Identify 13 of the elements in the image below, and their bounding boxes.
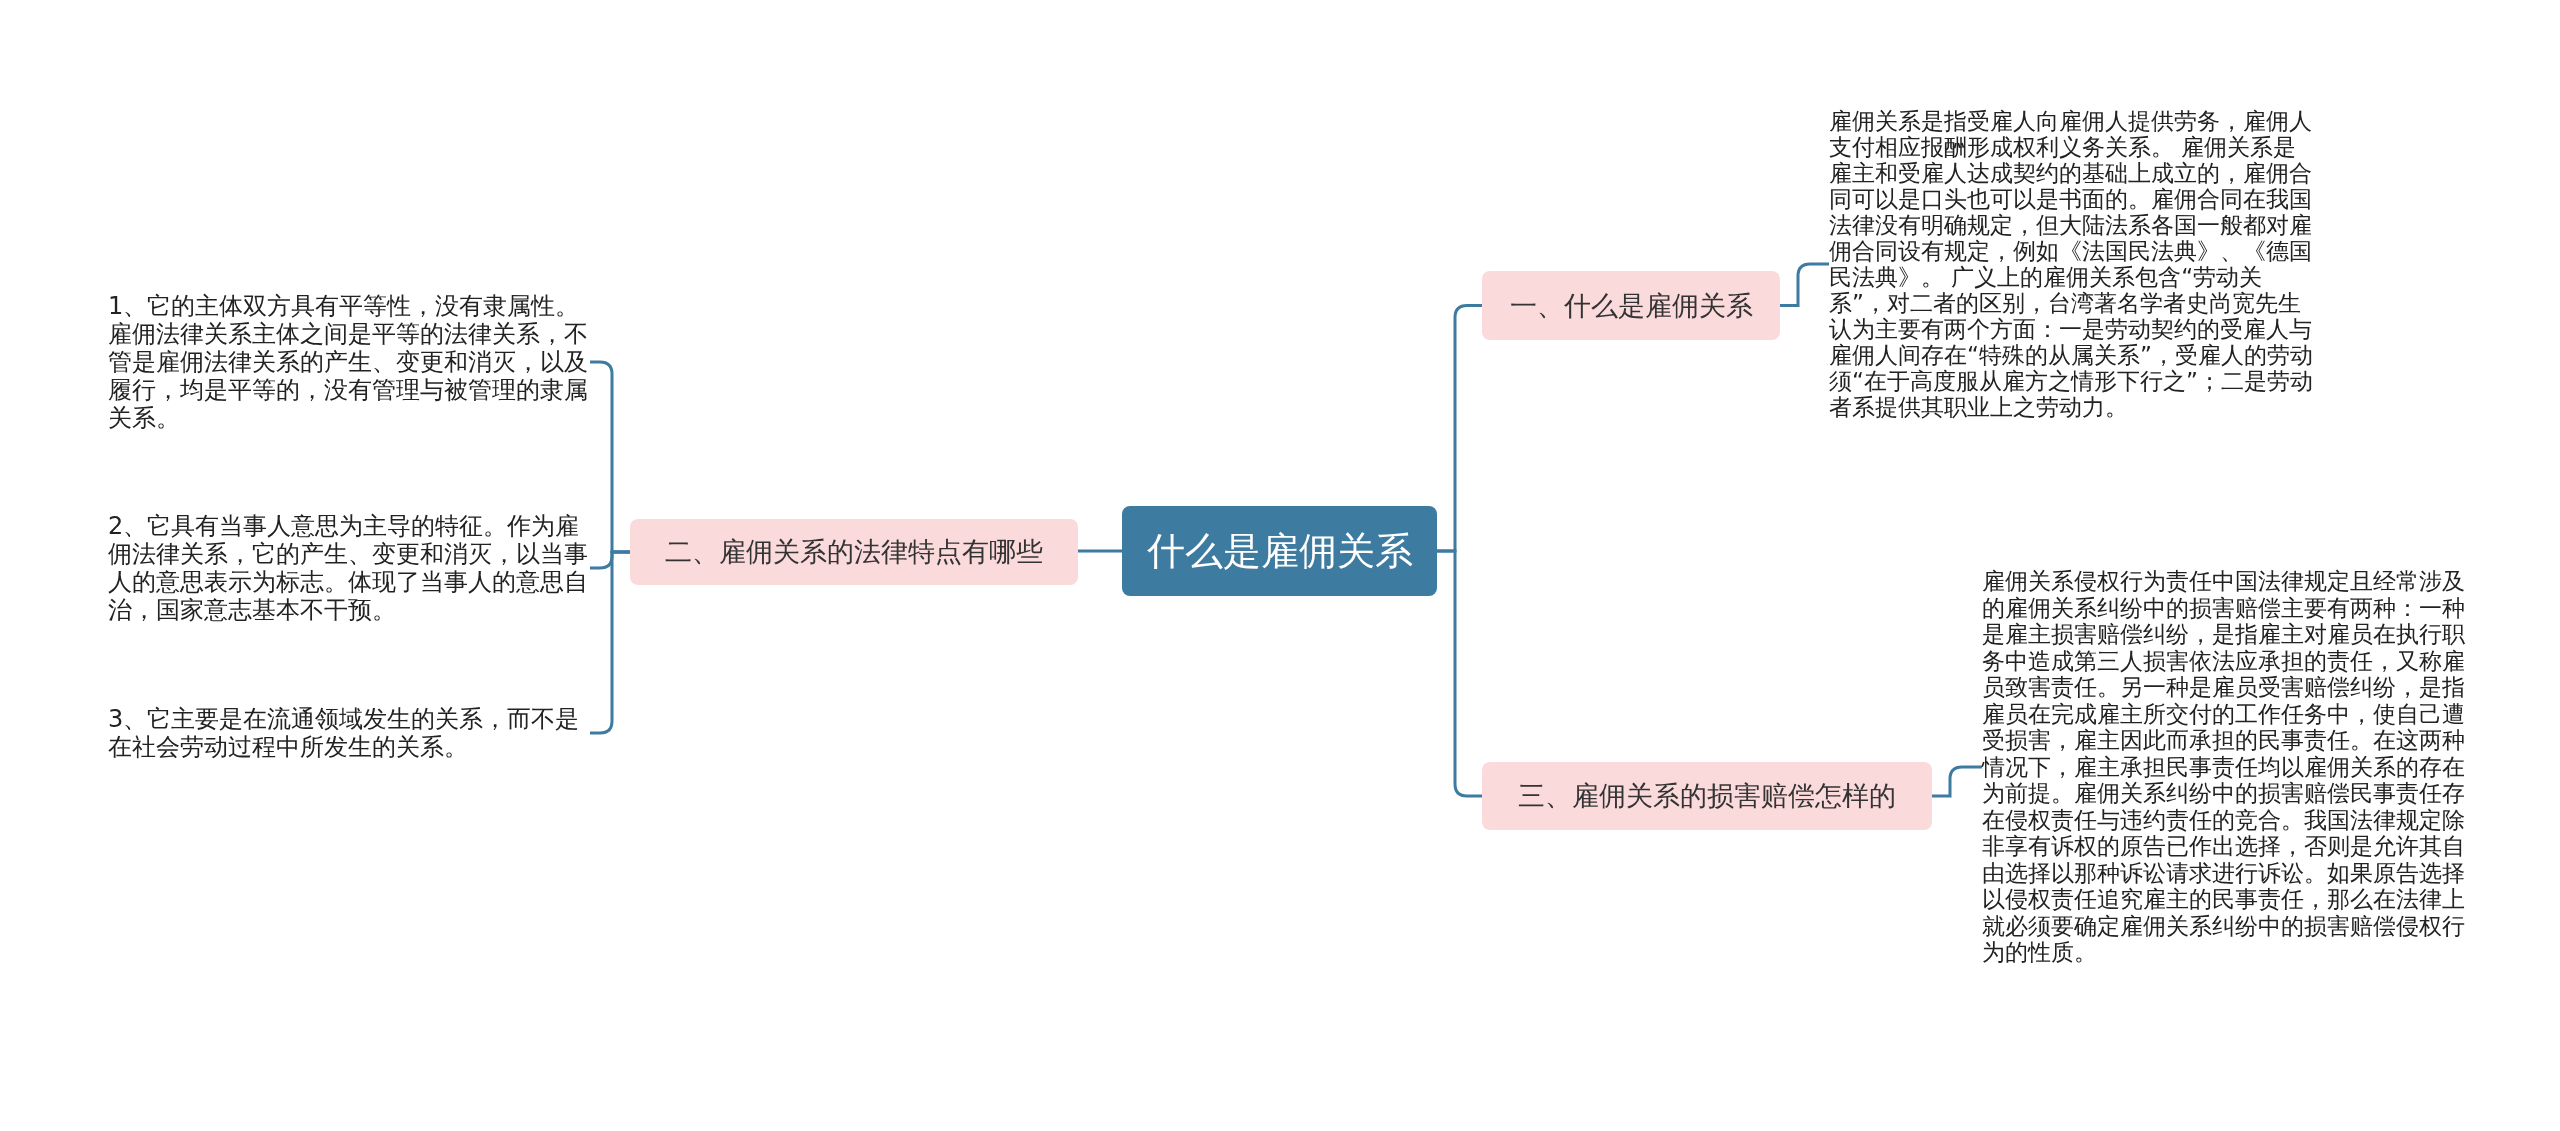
note-text: 雇佣关系侵权行为责任中国法律规定且经常涉及的雇佣关系纠纷中的损害赔偿主要有两种：一种是雇主损害赔偿纠纷，是指雇主对雇员在执行职务中造成第三人损害依法应承担的责任，又称雇员致害责任。另一种是雇员受害赔偿纠纷，是指雇员在完成雇主所交付的工作任务中，使自己遭受损害，雇主因此而承担的民事责任。在这两种情况下，雇主承担民事责任均以雇佣关系的存在为前提。雇佣关系纠纷中的损害赔偿民事责任存在侵权责任与违约责任的竞合。我国法律规定除非享有诉权的原告已作出选择，否则是允许其自由选择以那种诉讼请求进行诉讼。如果原告选择以侵权责任追究雇主的民事责任，那么在法律上就必须要确定雇佣关系纠纷中的损害赔偿侵权行为的性质。 — [1982, 568, 2466, 966]
central-topic-box: 什么是雇佣关系 — [1122, 506, 1437, 596]
connector-line — [1932, 765, 1982, 798]
topic-box: 三、雇佣关系的损害赔偿怎样的 — [1482, 762, 1932, 830]
connector-line — [1780, 262, 1829, 307]
note-text: 3、它主要是在流通领域发生的关系，而不是在社会劳动过程中所发生的关系。 — [108, 705, 590, 761]
connector-line — [1078, 549, 1122, 553]
connector-line — [1437, 549, 1482, 798]
note-text: 2、它具有当事人意思为主导的特征。作为雇佣法律关系，它的产生、变更和消灭，以当事人的意思表示为标志。体现了当事人的意思自治，国家意志基本不干预。 — [108, 512, 590, 624]
topic-box: 一、什么是雇佣关系 — [1482, 271, 1780, 340]
note-text: 雇佣关系是指受雇人向雇佣人提供劳务，雇佣人支付相应报酬形成权利义务关系。 雇佣关系是雇主和受雇人达成契约的基础上成立的，雇佣合同可以是口头也可以是书面的。雇佣合同在我国法律没有明确规定，但大陆法系各国一般都对雇佣合同设有规定，例如《法国民法典》、《德国民法典》。 广义上的雇佣关系包含“劳动关系”，对二者的区别，台湾著名学者史尚宽先生认为主要有两个方面：一是劳动契约的受雇人与雇佣人间存在“特殊的从属关系”，受雇人的劳动须“在于高度服从雇方之情形下行之”；二是劳动者系提供其职业上之劳动力。 — [1829, 108, 2319, 420]
topic-box: 二、雇佣关系的法律特点有哪些 — [630, 519, 1078, 585]
note-text: 1、它的主体双方具有平等性，没有隶属性。雇佣法律关系主体之间是平等的法律关系，不管是雇佣法律关系的产生、变更和消灭，以及履行，均是平等的，没有管理与被管理的隶属关系。 — [108, 292, 590, 432]
